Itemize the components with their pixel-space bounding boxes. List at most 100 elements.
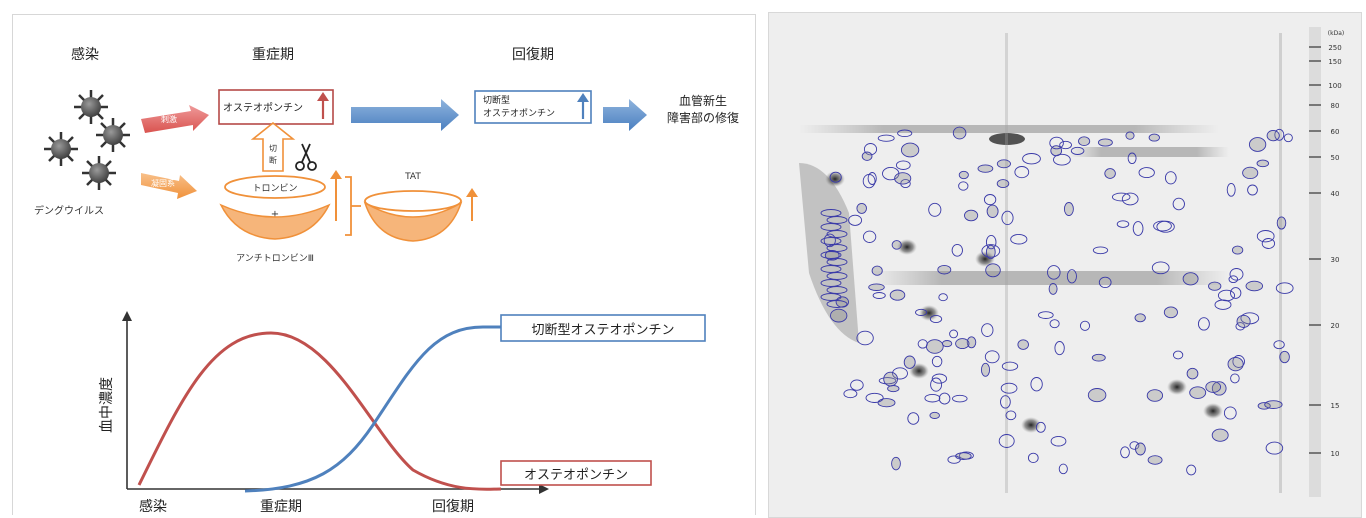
gel-spot-outline — [1010, 233, 1028, 245]
gel-spot-outline — [903, 355, 916, 369]
increase-arrow-red — [317, 92, 329, 119]
gel-spot-outline — [1111, 192, 1131, 202]
gel-spot-outline — [952, 394, 968, 403]
tat-top-shape — [364, 190, 462, 212]
gel-spot-outline — [1211, 428, 1229, 442]
gel-spot-outline — [1135, 442, 1146, 456]
osteopontin-box-label: オステオポンチン — [223, 102, 303, 114]
gel-spot-outline — [1256, 159, 1270, 168]
gel-marker-label: 50 — [1331, 154, 1340, 162]
gel-dark-spot — [1021, 417, 1041, 433]
graph-x-axis-arrowhead — [539, 484, 549, 494]
gel-spot-outline — [1127, 152, 1137, 165]
gel-spot-group — [820, 126, 1294, 476]
gel-spot-outline — [1172, 350, 1184, 360]
gel-spot-outline — [1037, 311, 1054, 319]
gel-spot-outline — [835, 296, 849, 308]
gel-spot-outline — [977, 164, 994, 173]
gel-spot-outline — [1248, 137, 1267, 152]
gel-spot-outline — [1189, 386, 1207, 399]
gel-spot-outline — [951, 243, 963, 257]
pathway-figure: 感染 重症期 回復期 — [12, 14, 756, 515]
gel-spot-outline — [1049, 136, 1064, 150]
legend-osteopontin-label: オステオポンチン — [524, 468, 628, 483]
gel-spot-outline — [1049, 319, 1060, 329]
graph-xlabel-infection: 感染 — [139, 498, 167, 515]
gel-spot-outline — [863, 143, 878, 156]
gel-spot-outline — [1058, 463, 1068, 475]
pathway-svg: 感染 重症期 回復期 — [34, 46, 739, 515]
gel-spot-outline — [1230, 287, 1242, 299]
legend-cleaved-label: 切断型オステオポンチン — [531, 323, 674, 338]
gel-spot-outline — [1070, 146, 1085, 155]
gel-spot-outline — [1035, 421, 1046, 433]
gel-spot-outline — [872, 292, 886, 299]
virus-icon-4 — [82, 156, 116, 190]
tat-bracket — [345, 176, 361, 236]
gel-spot-outline — [1001, 361, 1019, 371]
gel-marker-label: 80 — [1331, 102, 1340, 110]
gel-spot-outline — [1231, 245, 1244, 255]
gel-spot-outline — [1227, 356, 1244, 372]
cleaved-box-line2: オステオポンチン — [483, 108, 555, 119]
gel-spot-outline — [826, 216, 848, 224]
gel-streak-3 — [1069, 147, 1229, 157]
gel-spot-outline — [1063, 202, 1074, 216]
gel-dark-spot — [825, 171, 845, 187]
gel-spot-outline — [862, 230, 877, 243]
gel-spot-outline — [820, 223, 842, 231]
gel-spot-outline — [1138, 167, 1155, 179]
gel-spot-outline — [820, 265, 842, 273]
gel-marker-label: 100 — [1328, 82, 1341, 90]
gel-streak-1 — [799, 125, 1219, 133]
scissors-icon — [295, 143, 317, 171]
gel-spot-outline — [1001, 210, 1014, 226]
gel-spot-outline — [1245, 280, 1264, 292]
gel-spot-outline — [1017, 339, 1029, 350]
gel-spot-outline — [1059, 140, 1072, 150]
stimulus-arrow: 刺激 — [141, 105, 209, 133]
antithrombin-label: アンチトロンビンⅢ — [236, 253, 314, 264]
gel-spot-outline — [1066, 269, 1077, 284]
gel-spot-outline — [1132, 221, 1144, 236]
graph-xlabel-recovery: 回復期 — [432, 498, 474, 515]
gel-spot-outline — [1030, 377, 1043, 392]
gel-spot-outline — [1276, 216, 1287, 230]
gel-spot-outline — [1273, 340, 1285, 350]
gel-spot-outline — [892, 367, 908, 380]
gel-spot-outline — [941, 340, 953, 348]
gel-dark-spot — [919, 305, 939, 321]
gel-spot-outline — [931, 355, 943, 368]
gel-spot-outline — [1208, 281, 1222, 291]
gel-spot-outline — [1279, 350, 1290, 364]
gel-spot-outline — [895, 160, 911, 170]
gel-dark-spot — [1203, 403, 1223, 419]
gel-spot-outline — [996, 159, 1011, 169]
gel-spot-outline — [1230, 373, 1240, 384]
gel-spot-outline — [1053, 153, 1071, 166]
tat-label: TAT — [404, 172, 421, 182]
gel-spot-outline — [980, 362, 991, 377]
gel-spot-outline — [981, 323, 994, 337]
gel-spot-outline — [985, 263, 1001, 278]
gel-spot-outline — [1098, 276, 1112, 289]
gel-spot-outline — [1256, 230, 1275, 243]
gel-spot-outline — [1186, 464, 1197, 476]
gel-spot-outline — [929, 314, 943, 324]
gel-spot-outline — [981, 244, 1001, 258]
cleavage-line2: 断 — [269, 155, 277, 165]
gel-spot-outline — [1104, 168, 1116, 179]
gel-spot-outline — [856, 202, 867, 214]
gel-spot-outline — [947, 455, 961, 464]
gel-marker-label: 20 — [1331, 322, 1340, 330]
gel-spot-outline — [937, 264, 952, 275]
gel-right-edge — [1279, 33, 1282, 493]
gel-spot-outline — [826, 258, 848, 266]
gel-spot-outline — [894, 172, 912, 185]
gel-mw-unit: (kDa) — [1328, 30, 1344, 37]
gel-marker-label: 150 — [1328, 58, 1341, 66]
gel-spot-outline — [848, 214, 863, 226]
gel-spot-outline — [1232, 355, 1245, 368]
concentration-graph: 血中濃度 切断型オステオポンチン オステオポンチン 感染 重症期 回復期 — [99, 311, 706, 515]
gel-spot-outline — [826, 300, 848, 308]
